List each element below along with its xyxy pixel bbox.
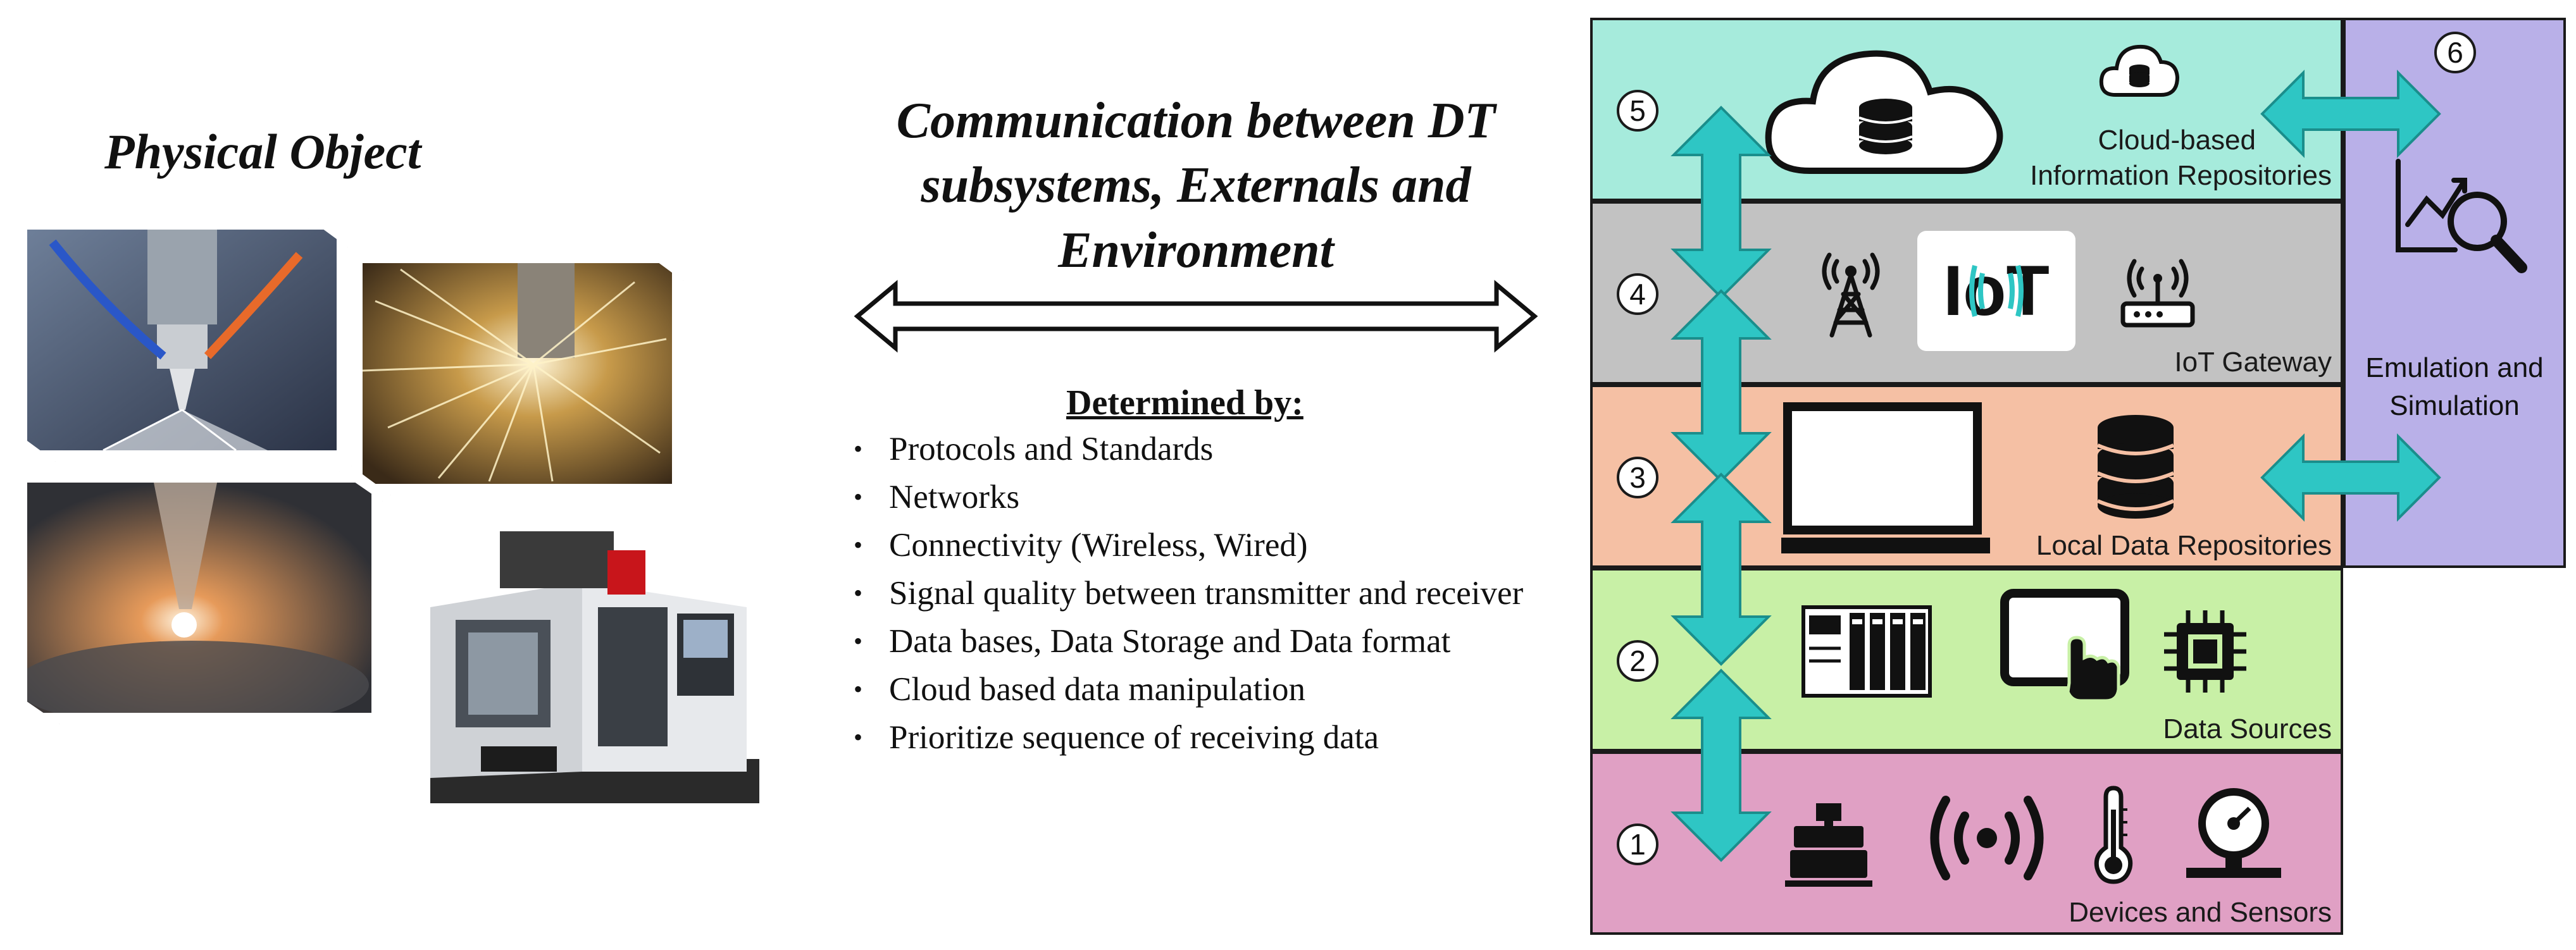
monitor-icon [1781,402,1990,553]
motor-icon [1785,803,1872,887]
physical-object-title: Physical Object [104,124,421,179]
list-item: Protocols and Standards [845,425,1553,473]
plc-icon [1801,605,1932,698]
arrow-layer-5-4 [1671,106,1772,299]
communication-title: Communication between DT subsystems, Ext… [823,89,1569,283]
list-item: Data bases, Data Storage and Data format [845,617,1553,665]
layer-5-label-line-2: Information Repositories [2030,160,2332,191]
arrow-layer-4-3 [1671,289,1772,483]
layer-5-label-line-1: Cloud-based [2098,125,2256,156]
antenna-tower-icon [1822,252,1880,338]
layer-number-4: 4 [1617,273,1658,315]
arrow-local-emulation [2260,433,2441,522]
arrow-layer-2-1 [1671,669,1772,862]
router-icon [2120,259,2195,328]
layer-number-6: 6 [2434,32,2476,73]
communication-title-line-1: Communication between DT [896,93,1496,149]
layer-5-label: Cloud-based Information Repositories [2030,123,2332,194]
emulation-label-line-2: Simulation [2389,390,2520,421]
analytics-magnifier-icon [2396,159,2527,273]
wireless-signal-icon [1930,796,2044,880]
layer-4-label: IoT Gateway [2174,347,2332,378]
arrow-layer-3-2 [1671,472,1772,666]
layer-number-1: 1 [1617,824,1658,865]
arrow-cloud-emulation [2260,70,2441,158]
list-item: Networks [845,473,1553,521]
emulation-simulation-panel: 6 Emulation and Simulation [2343,18,2566,568]
list-item: Connectivity (Wireless, Wired) [845,521,1553,569]
layer-1-label: Devices and Sensors [2069,897,2332,928]
emulation-label-line-1: Emulation and [2365,352,2544,383]
database-icon [2096,415,2175,519]
touch-tablet-icon [2000,589,2129,703]
list-item: Cloud based data manipulation [845,665,1553,713]
determined-by-list: Protocols and Standards Networks Connect… [845,425,1553,762]
communication-title-line-3: Environment [1058,222,1334,278]
laser-welding-photo [16,471,383,724]
emulation-label: Emulation and Simulation [2346,349,2563,425]
list-item: Prioritize sequence of receiving data [845,713,1553,762]
communication-title-line-2: subsystems, Externals and [921,157,1471,214]
iot-logo-icon: IoT [1917,231,2075,351]
milling-photo [16,218,348,462]
thermometer-icon [2094,786,2133,884]
determined-by-heading: Determined by: [1066,383,1304,423]
iot-logo-text: IoT [1943,251,2050,330]
small-cloud-database-icon [2099,44,2180,97]
list-item: Signal quality between transmitter and r… [845,569,1553,617]
layer-number-3: 3 [1617,457,1658,498]
laser-cutting-photo [351,252,683,495]
chip-icon [2164,610,2246,693]
cnc-machine-image [430,531,759,803]
layer-3-label: Local Data Repositories [2036,530,2332,561]
layer-2-label: Data Sources [2163,713,2332,744]
communication-double-arrow [854,280,1538,353]
cloud-database-icon [1765,50,2003,174]
layer-number-2: 2 [1617,640,1658,682]
pressure-gauge-icon [2186,788,2281,878]
layer-number-5: 5 [1617,90,1658,132]
